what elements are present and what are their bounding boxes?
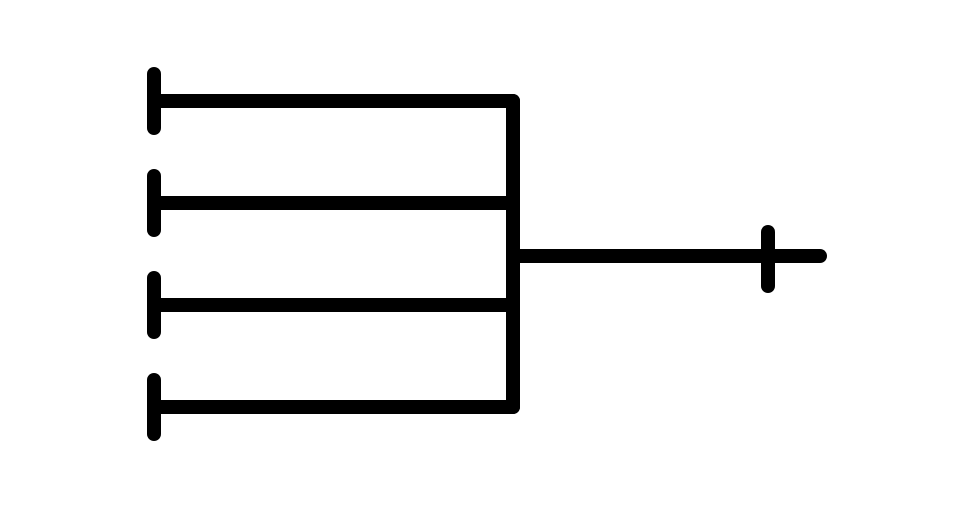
input-lines [147, 67, 520, 441]
